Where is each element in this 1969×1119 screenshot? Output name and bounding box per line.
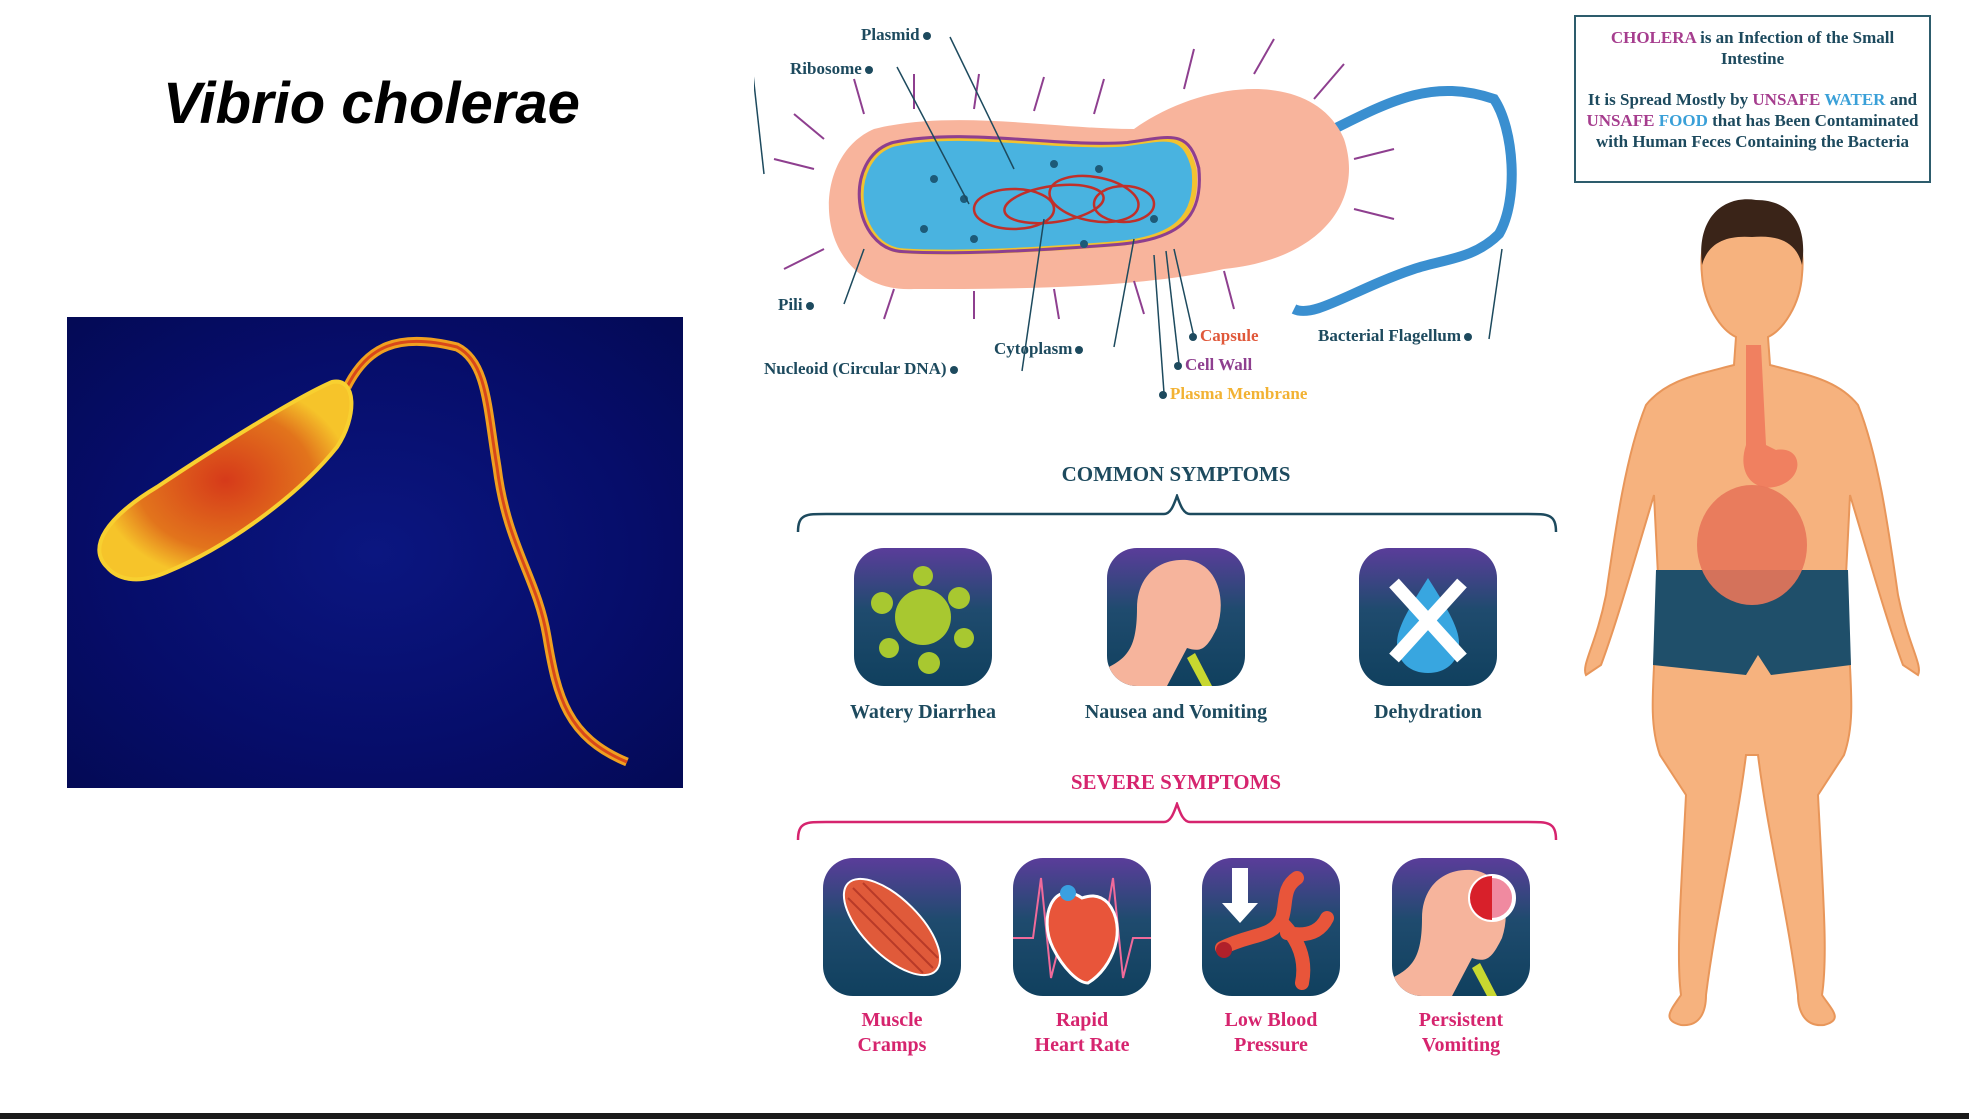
- label-ribosome: Ribosome: [790, 59, 862, 78]
- bacteria-cell-diagram: Plasmid Ribosome Pili Nucleoid (Circular…: [754, 19, 1557, 419]
- artery-icon: [1202, 858, 1340, 996]
- label-capsule: Capsule: [1200, 326, 1259, 345]
- symptom-label: Nausea and Vomiting: [1084, 701, 1268, 723]
- label-cytoplasm: Cytoplasm: [994, 339, 1073, 358]
- muscle-icon: [823, 858, 961, 996]
- human-body-illustration: [1576, 195, 1928, 1045]
- bottom-bar: [0, 1113, 1969, 1119]
- pointer-dot: [864, 66, 873, 75]
- splash-icon: [854, 548, 992, 686]
- pointer-dot: [1075, 346, 1084, 355]
- common-symptoms-heading: COMMON SYMPTOMS: [1061, 462, 1291, 486]
- clock-head-icon: [1392, 858, 1530, 996]
- pointer-dot: [949, 366, 958, 375]
- label-pili: Pili: [778, 295, 803, 314]
- label-plasma-membrane: Plasma Membrane: [1170, 384, 1308, 403]
- cholera-info-box: CHOLERA is an Infection of the Small Int…: [1574, 15, 1931, 183]
- heart-icon: [1013, 858, 1151, 996]
- pointer-dot: [1464, 333, 1473, 342]
- pointer-dot: [805, 302, 814, 311]
- vibrio-micrograph: [67, 317, 683, 788]
- symptom-label: Dehydration: [1374, 701, 1482, 723]
- label-nucleoid: Nucleoid (Circular DNA): [764, 359, 947, 378]
- vomiting-head-icon: [1107, 548, 1245, 686]
- common-bracket: [796, 494, 1558, 533]
- label-flagellum: Bacterial Flagellum: [1318, 326, 1462, 345]
- symptom-label: Watery Diarrhea: [849, 701, 997, 723]
- no-water-drop-icon: [1359, 548, 1497, 686]
- label-cell-wall: Cell Wall: [1185, 355, 1253, 374]
- page-title: Vibrio cholerae: [163, 71, 580, 136]
- label-plasmid: Plasmid: [861, 25, 920, 44]
- pointer-dot: [922, 32, 931, 41]
- severe-symptoms-heading: SEVERE SYMPTOMS: [1070, 770, 1282, 794]
- severe-bracket: [796, 802, 1558, 841]
